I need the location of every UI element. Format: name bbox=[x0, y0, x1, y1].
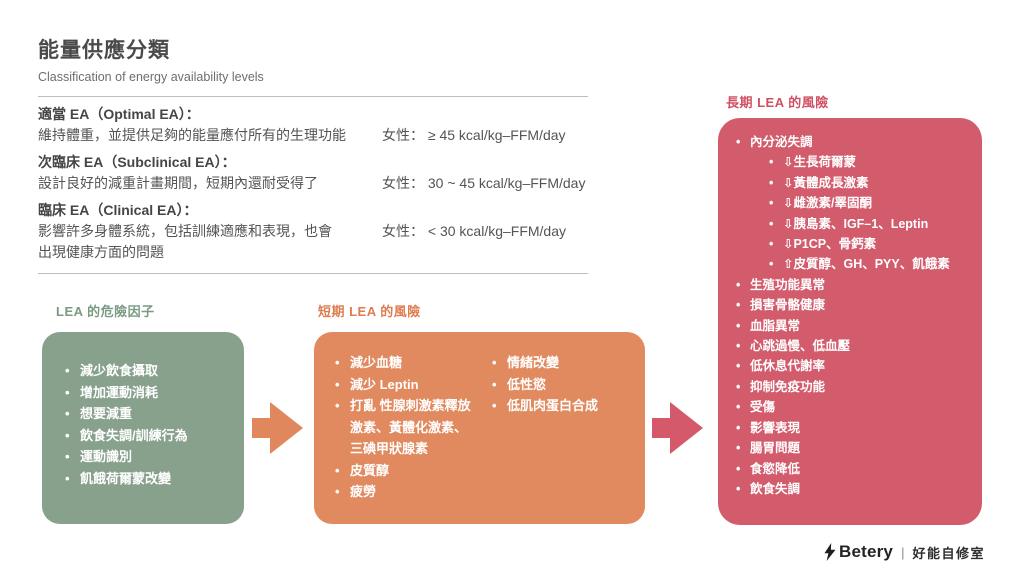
ea-value: 女性： < 30 kcal/kg–FFM/day bbox=[382, 223, 567, 239]
list-item: 低肌肉蛋白合成 bbox=[492, 395, 645, 417]
brand-name: Betery bbox=[838, 542, 894, 561]
arrow-right-icon bbox=[652, 402, 703, 454]
list-item: 飢餓荷爾蒙改變 bbox=[65, 468, 244, 490]
arrow-right-icon bbox=[252, 402, 303, 454]
ea-value: 女性： 30 ~ 45 kcal/kg–FFM/day bbox=[382, 175, 586, 191]
list-item: 減少血糖 bbox=[335, 352, 492, 374]
list-item: 減少飲食攝取 bbox=[65, 360, 244, 382]
long-term-risk-label: 長期 LEA 的風險 bbox=[726, 95, 829, 110]
list-item: 運動識別 bbox=[65, 446, 244, 468]
list-item: 想要減重 bbox=[65, 403, 244, 425]
ea-value: 女性： ≥ 45 kcal/kg–FFM/day bbox=[382, 127, 566, 143]
list-item: 內分泌失調 bbox=[736, 132, 982, 153]
list-item: 飲食失調 bbox=[736, 479, 982, 500]
studio-name: 好能自修室 bbox=[912, 545, 985, 561]
ea-description: 影響許多身體系統，包括訓練適應和表現，也會 出現健康方面的問題 bbox=[38, 223, 332, 260]
list-item: 影響表現 bbox=[736, 418, 982, 439]
risk-factors-list: 減少飲食攝取 增加運動消耗 想要減重 飲食失調/訓練行為 運動識別 飢餓荷爾蒙改… bbox=[42, 332, 244, 489]
list-item: 增加運動消耗 bbox=[65, 382, 244, 404]
list-item: 心跳過慢、低血壓 bbox=[736, 336, 982, 357]
list-item: 抑制免疫功能 bbox=[736, 377, 982, 398]
list-item: ⇩生長荷爾蒙 bbox=[769, 152, 982, 173]
lightning-bolt-icon bbox=[824, 543, 836, 561]
list-item: 腸胃問題 bbox=[736, 438, 982, 459]
list-item: 血脂異常 bbox=[736, 316, 982, 337]
page-subtitle: Classification of energy availability le… bbox=[38, 70, 264, 84]
list-item: 飲食失調/訓練行為 bbox=[65, 425, 244, 447]
short-term-columns: 減少血糖 減少 Leptin 打亂 性腺刺激素釋放 激素、黃體化激素、 三碘甲狀… bbox=[314, 332, 645, 503]
list-item: ⇩胰島素、IGF–1、Leptin bbox=[769, 214, 982, 235]
short-term-risk-box: 減少血糖 減少 Leptin 打亂 性腺刺激素釋放 激素、黃體化激素、 三碘甲狀… bbox=[314, 332, 645, 524]
ea-description: 維持體重，並提供足夠的能量應付所有的生理功能 bbox=[38, 127, 346, 143]
list-item: 疲勞 bbox=[335, 481, 492, 503]
ea-row-subclinical: 次臨床 EA（Subclinical EA）： 設計良好的減重計畫期間，短期內還… bbox=[38, 152, 588, 194]
list-item: 受傷 bbox=[736, 397, 982, 418]
header: 能量供應分類 Classification of energy availabi… bbox=[38, 38, 264, 84]
page-title: 能量供應分類 bbox=[38, 39, 170, 62]
short-term-list-right: 情緒改變 低性慾 低肌肉蛋白合成 bbox=[492, 352, 645, 503]
long-term-risk-box: 內分泌失調 ⇩生長荷爾蒙 ⇩黃體成長激素 ⇩雌激素/睪固酮 ⇩胰島素、IGF–1… bbox=[718, 118, 982, 525]
ea-term: 適當 EA（Optimal EA）： bbox=[38, 106, 200, 122]
list-item: 食慾降低 bbox=[736, 459, 982, 480]
short-term-list-left: 減少血糖 減少 Leptin 打亂 性腺刺激素釋放 激素、黃體化激素、 三碘甲狀… bbox=[335, 352, 492, 503]
list-item: 低性慾 bbox=[492, 374, 645, 396]
risk-factors-label: LEA 的危險因子 bbox=[56, 304, 155, 319]
ea-row-clinical: 臨床 EA（Clinical EA）： 影響許多身體系統，包括訓練適應和表現，也… bbox=[38, 200, 588, 263]
ea-classification-table: 適當 EA（Optimal EA）： 維持體重，並提供足夠的能量應付所有的生理功… bbox=[38, 96, 588, 274]
short-term-risk-label: 短期 LEA 的風險 bbox=[318, 304, 421, 319]
ea-description: 設計良好的減重計畫期間，短期內還耐受得了 bbox=[38, 175, 318, 191]
list-item: ⇩黃體成長激素 bbox=[769, 173, 982, 194]
brand-footer: Betery | 好能自修室 bbox=[824, 542, 985, 562]
risk-factors-box: 減少飲食攝取 增加運動消耗 想要減重 飲食失調/訓練行為 運動識別 飢餓荷爾蒙改… bbox=[42, 332, 244, 524]
list-item: 損害骨骼健康 bbox=[736, 295, 982, 316]
list-item: 情緒改變 bbox=[492, 352, 645, 374]
ea-term: 臨床 EA（Clinical EA）： bbox=[38, 202, 198, 218]
list-item: ⇧皮質醇、GH、PYY、飢餓素 bbox=[769, 254, 982, 275]
list-item: ⇩雌激素/睪固酮 bbox=[769, 193, 982, 214]
ea-term: 次臨床 EA（Subclinical EA）： bbox=[38, 154, 236, 170]
ea-row-optimal: 適當 EA（Optimal EA）： 維持體重，並提供足夠的能量應付所有的生理功… bbox=[38, 104, 588, 146]
brand-separator: | bbox=[901, 544, 905, 560]
list-item: 打亂 性腺刺激素釋放 激素、黃體化激素、 三碘甲狀腺素 bbox=[335, 395, 492, 460]
long-term-list: 內分泌失調 ⇩生長荷爾蒙 ⇩黃體成長激素 ⇩雌激素/睪固酮 ⇩胰島素、IGF–1… bbox=[718, 118, 982, 500]
list-item: 低休息代謝率 bbox=[736, 356, 982, 377]
list-item: ⇩P1CP、骨鈣素 bbox=[769, 234, 982, 255]
list-item: 皮質醇 bbox=[335, 460, 492, 482]
list-item: 減少 Leptin bbox=[335, 374, 492, 396]
list-item: 生殖功能異常 bbox=[736, 275, 982, 296]
